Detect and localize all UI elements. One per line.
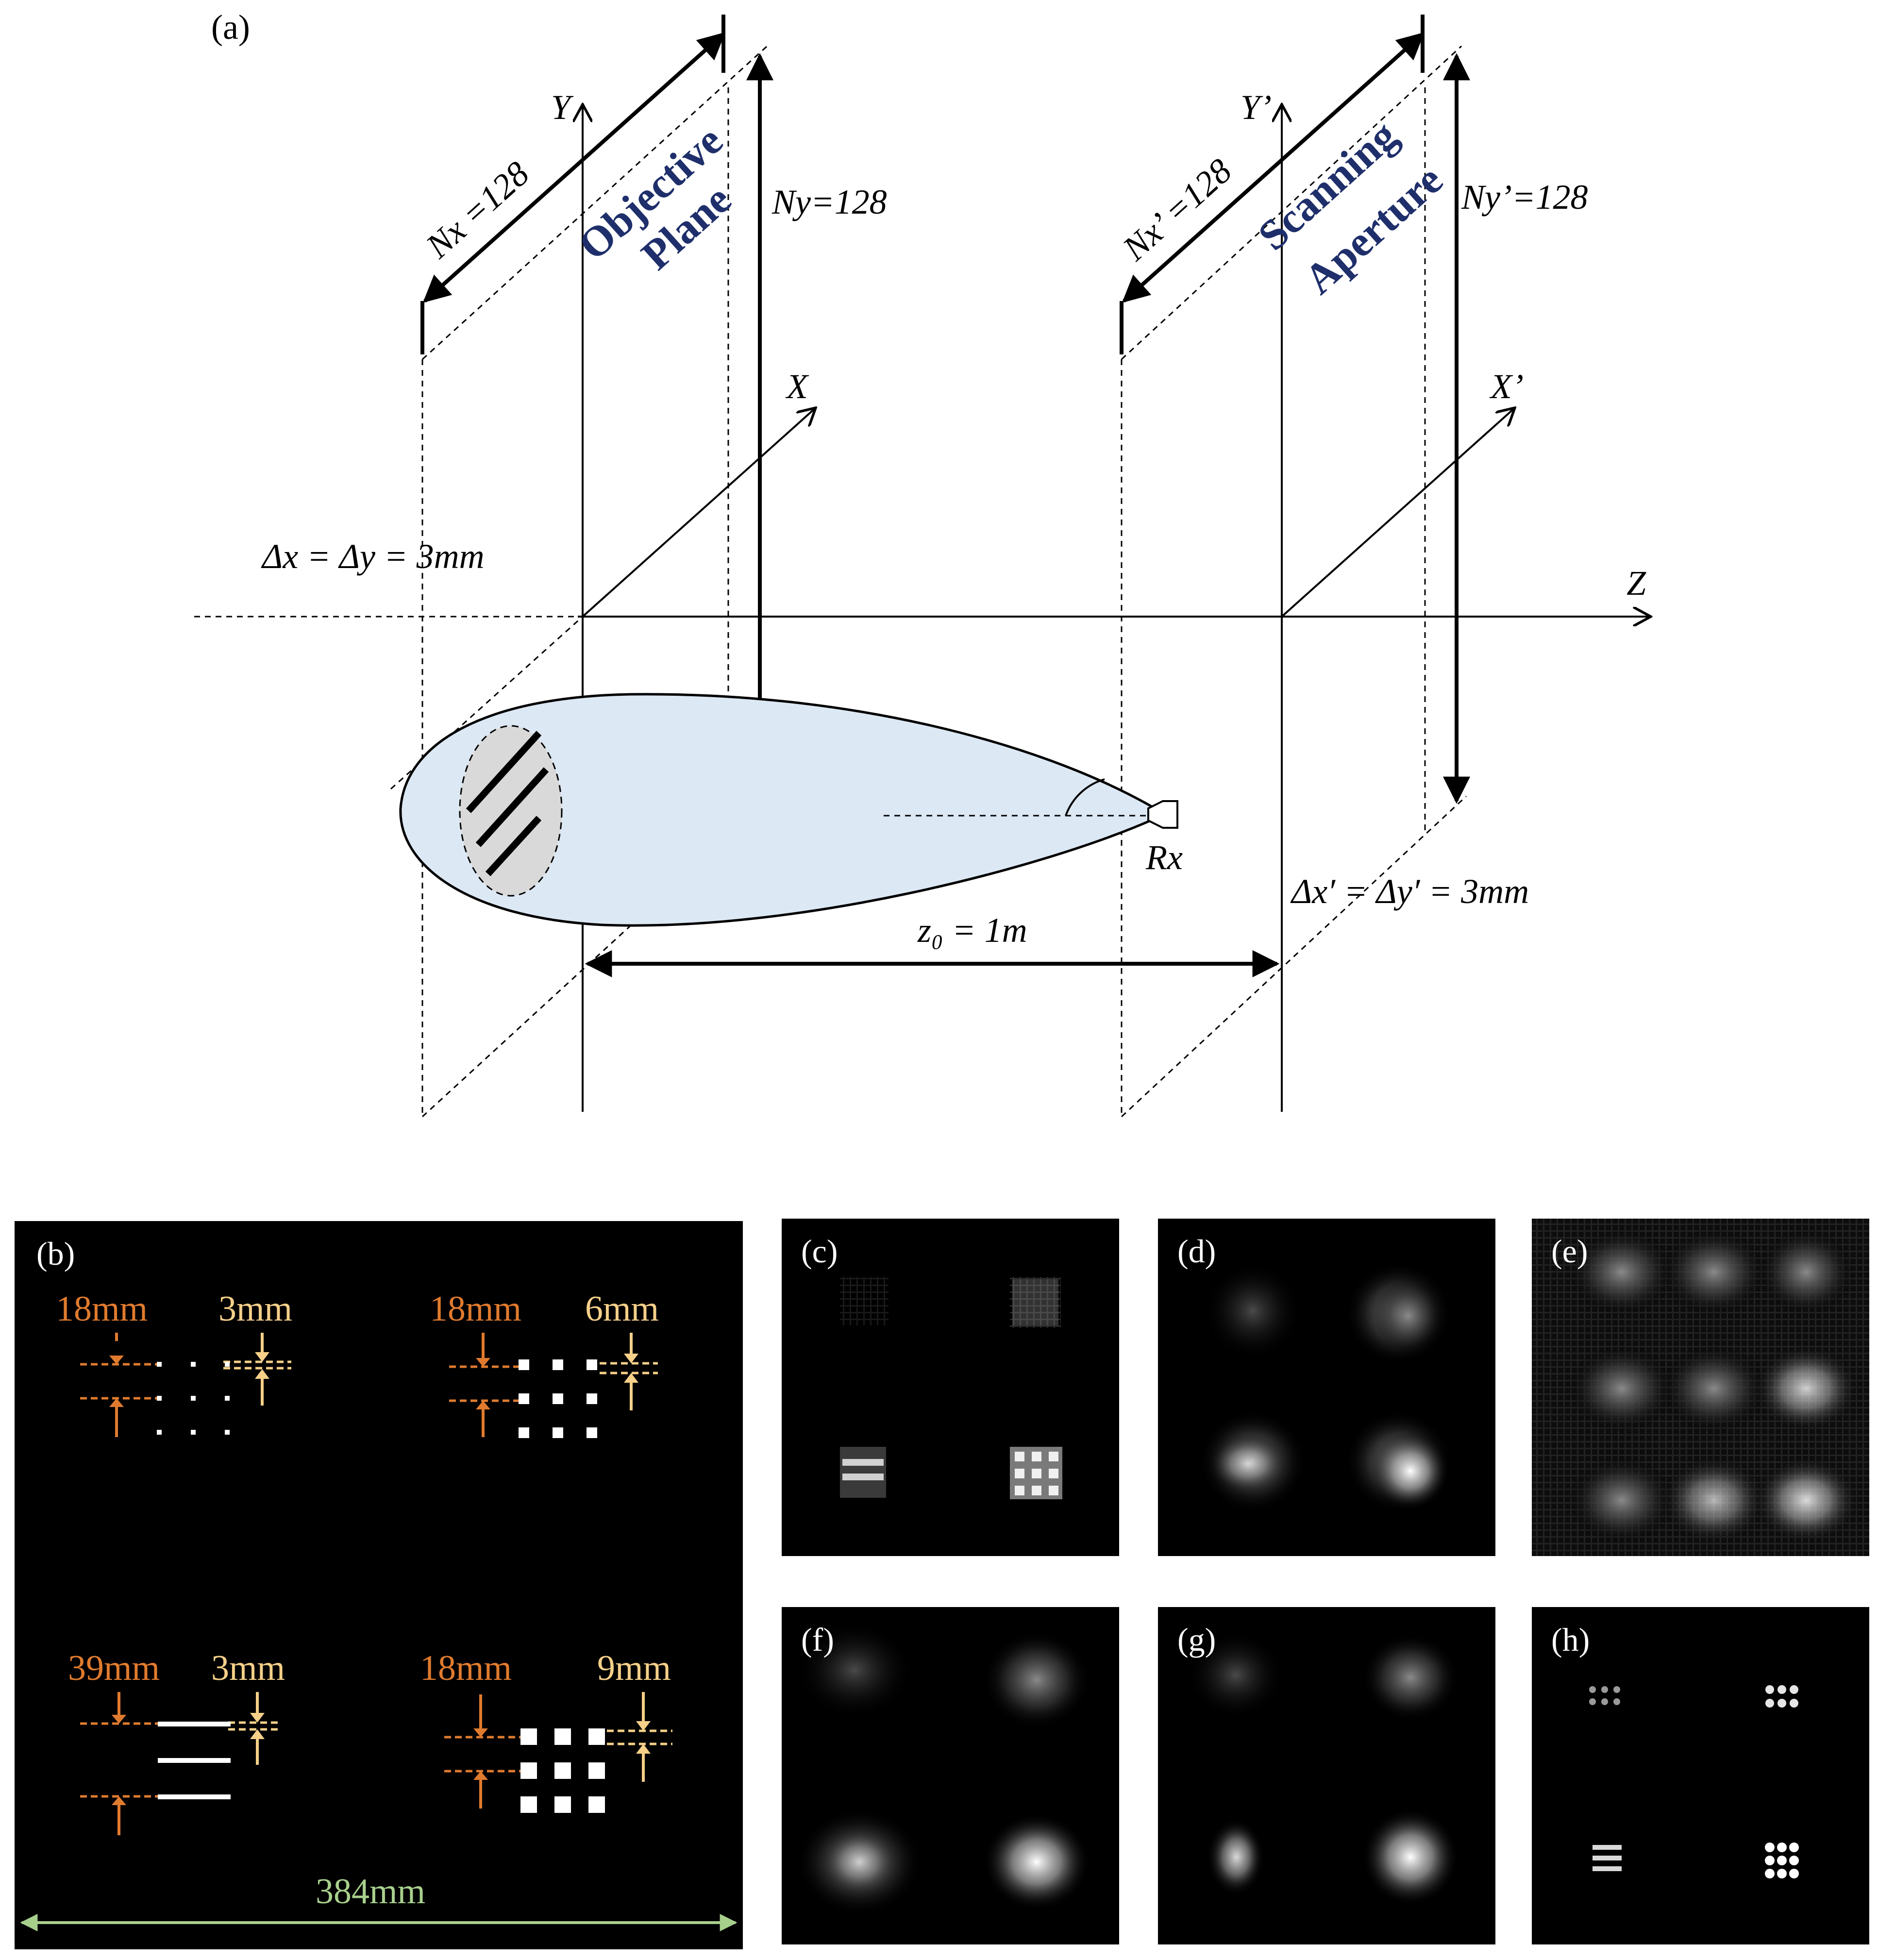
panel-e-label: (e) [1551, 1233, 1588, 1270]
target-stripes [466, 731, 549, 876]
x-axis [582, 408, 816, 618]
distance-label: z₀ = 1m [917, 911, 1027, 950]
nx-label: Nx =128 [418, 154, 536, 266]
nx-prime-label: Nx’ =128 [1115, 151, 1239, 268]
pattern-group-4: 18mm 9mm [420, 1648, 672, 1813]
receiver-label: Rx [1145, 838, 1183, 877]
panel-b-label: (b) [36, 1235, 75, 1272]
result-panel-g: (g) [1158, 1607, 1495, 1944]
size-label-1: 3mm [218, 1289, 292, 1329]
ny-prime-label: Ny’=128 [1461, 178, 1588, 217]
panel-d-label: (d) [1177, 1233, 1216, 1270]
size-label-3: 3mm [211, 1648, 285, 1688]
result-panel-e: (e) [1532, 1219, 1869, 1556]
panel-f-label: (f) [801, 1621, 834, 1658]
nx-prime-dimension [1122, 32, 1425, 303]
gap-label-1: 18mm [56, 1289, 148, 1329]
beam-angle-arc [1065, 778, 1105, 816]
panel-h-label: (h) [1551, 1621, 1590, 1658]
x-axis-label: X [785, 367, 809, 406]
receiver-horn-icon [1147, 800, 1178, 829]
result-panel-f: (f) [782, 1607, 1119, 1944]
width-label: 384mm [316, 1872, 425, 1911]
objective-spacing: Δx = Δy = 3mm [261, 537, 485, 576]
panel-b-background [15, 1221, 743, 1949]
nx-dimension [422, 32, 726, 303]
panel-a-label: (a) [211, 8, 250, 47]
scanning-aperture: Y’ X’ Nx’ =128 Ny’=128 Scanning Aperture… [1115, 15, 1588, 1118]
panel-g-label: (g) [1177, 1621, 1216, 1658]
x-prime-label: X’ [1489, 367, 1524, 406]
y-axis-label: Y [551, 88, 574, 127]
size-label-4: 9mm [597, 1648, 671, 1688]
aperture-edge-bottom [1121, 795, 1467, 1118]
beam-lobe [399, 693, 1152, 927]
result-panel-d: (d) [1158, 1219, 1495, 1556]
z-axis-label: Z [1626, 564, 1646, 603]
gap-label-4: 18mm [420, 1648, 512, 1688]
size-label-2: 6mm [585, 1289, 659, 1329]
gap-label-2: 18mm [430, 1289, 521, 1329]
result-panel-h: (h) [1532, 1607, 1869, 1944]
ny-label: Ny=128 [771, 183, 887, 221]
panel-c-label: (c) [801, 1233, 838, 1270]
aperture-spacing: Δx′ = Δy′ = 3mm [1290, 872, 1529, 911]
y-prime-label: Y’ [1241, 88, 1272, 127]
x-prime-axis [1281, 408, 1515, 618]
pattern-group-2: 18mm 6mm [430, 1289, 659, 1438]
pattern-group-1: 18mm 3mm [56, 1289, 292, 1437]
panel-b: (b) 18mm 3mm 18mm 6mm [15, 1221, 743, 1949]
gap-label-3: 39mm [68, 1648, 160, 1688]
pattern-group-3: 39mm 3mm [68, 1648, 285, 1835]
objective-plane: Y X Nx =128 Ny=128 Objective Plane Δx = … [261, 15, 887, 1118]
panel-a: (a) Z Y X Nx =128 Ny=128 Objective Plane… [194, 8, 1651, 1118]
result-panel-c: (c) [782, 1219, 1119, 1556]
